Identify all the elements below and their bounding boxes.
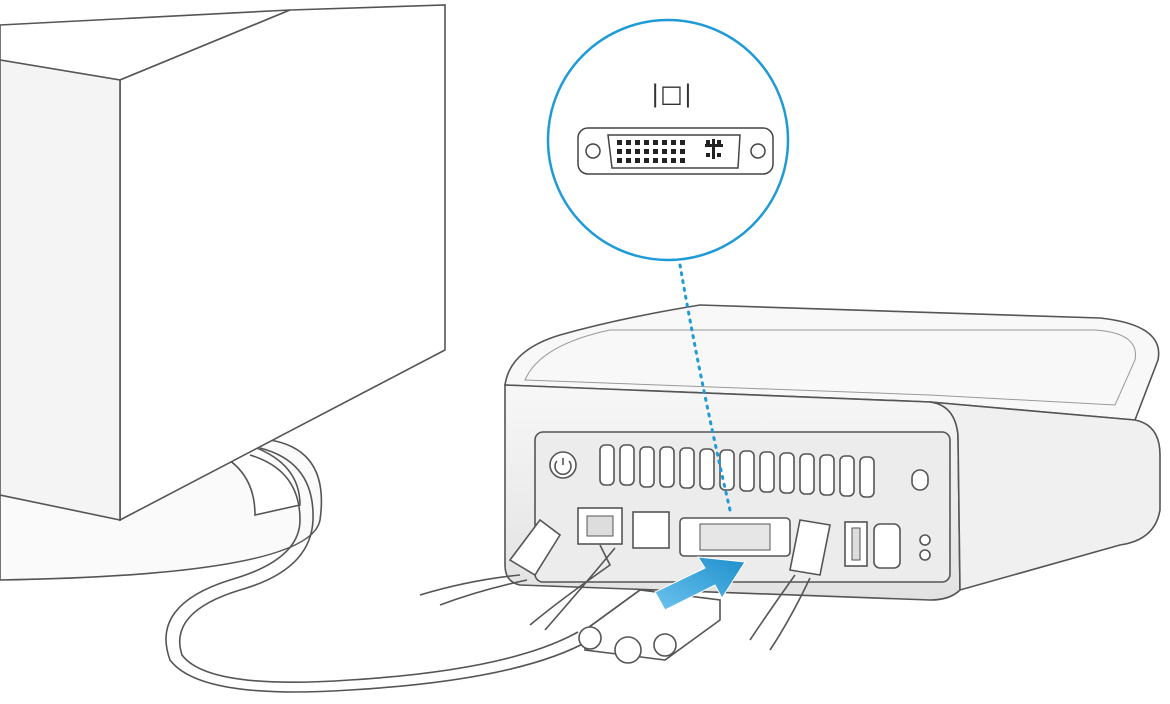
headphone-icon[interactable] (919, 534, 931, 546)
mac-mini (504, 304, 1161, 601)
dvi-callout: |□| (546, 18, 790, 262)
dvi-plug (578, 589, 721, 664)
callout-leader (678, 263, 732, 512)
monitor-side (0, 59, 121, 521)
vent-grille (599, 444, 875, 498)
dvi-connector-detail (577, 127, 774, 175)
mac-mini-top-inner (524, 329, 1136, 406)
audio-in-icon[interactable] (919, 549, 931, 561)
dvi-symbol-label: |□| (651, 80, 693, 108)
dvi-cable (165, 447, 591, 693)
usb-icon-2[interactable] (873, 523, 901, 569)
connected-cables (419, 518, 831, 651)
monitor (0, 4, 446, 581)
insert-arrow (654, 556, 746, 611)
cable-inner (178, 447, 579, 684)
cable-outer (165, 454, 591, 693)
firewire-icon[interactable] (632, 511, 670, 549)
lock-slot-icon (911, 469, 929, 491)
mac-mini-side (929, 401, 1161, 592)
